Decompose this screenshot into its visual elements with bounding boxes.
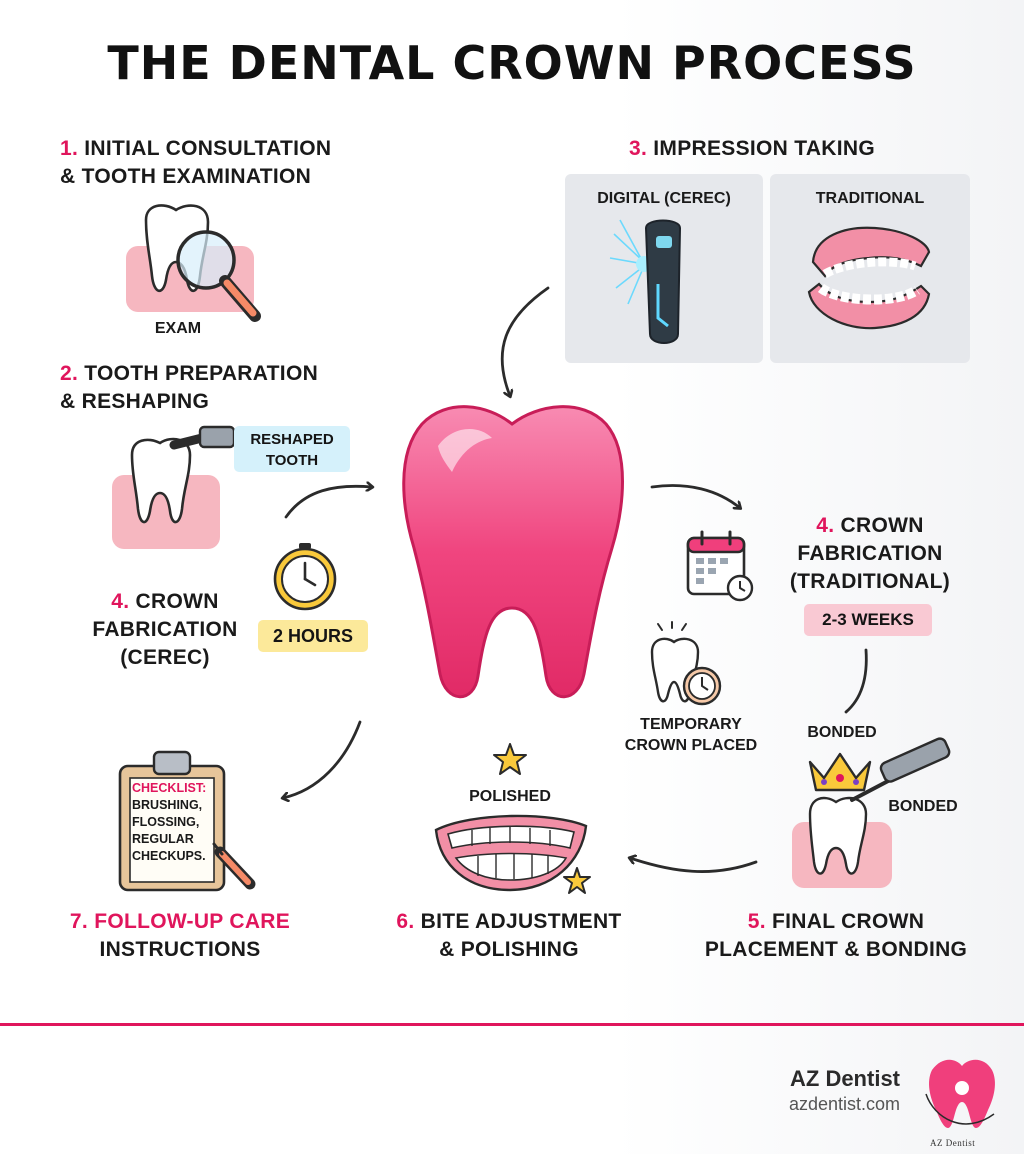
checklist-item-flossing: FLOSSING,	[132, 815, 200, 829]
temporary-line2: CROWN PLACED	[624, 737, 758, 754]
dental-impression-tray-icon	[807, 226, 931, 330]
star-icon-top	[493, 743, 527, 775]
reshaped-badge-line1: RESHAPED	[250, 431, 334, 448]
clock-icon	[273, 543, 337, 611]
reshaped-tooth-drill-icon	[112, 425, 236, 549]
step-4b-line3: (TRADITIONAL)	[789, 570, 951, 593]
step-4a-line3: (CEREC)	[120, 646, 210, 669]
two-hours-badge: 2 HOURS	[258, 620, 368, 652]
traditional-label: TRADITIONAL	[815, 190, 925, 207]
crown-icon	[808, 752, 872, 792]
page-title: THE DENTAL CROWN PROCESS	[107, 36, 917, 90]
step-4a-line1: CROWN	[135, 590, 219, 613]
step-5-number: 5.	[747, 910, 766, 933]
star-icon-bottom	[563, 867, 591, 894]
step-7-title: 7. FOLLOW-UP CARE INSTRUCTIONS	[50, 908, 310, 964]
step-2-number: 2.	[60, 362, 79, 385]
step-2-line2: & RESHAPING	[60, 390, 210, 413]
step-7-line2: INSTRUCTIONS	[99, 938, 261, 961]
arrow-tooth-to-followup	[283, 720, 362, 798]
step-6-line2: & POLISHING	[439, 938, 579, 961]
step-5-line1: FINAL CROWN	[772, 910, 925, 933]
checklist-item-checkups: CHECKUPS.	[132, 849, 206, 863]
reshaped-tooth-badge: RESHAPED TOOTH	[234, 426, 350, 472]
step-6-title: 6. BITE ADJUSTMENT & POLISHING	[378, 908, 640, 964]
step-7-number: 7.	[69, 910, 89, 933]
step-5-title: 5. FINAL CROWN PLACEMENT & BONDING	[686, 908, 986, 964]
step-1-title: 1. INITIAL CONSULTATION & TOOTH EXAMINAT…	[60, 135, 331, 191]
step-1-line2: & TOOTH EXAMINATION	[60, 165, 312, 188]
arrow-bonding-to-polishing	[630, 858, 758, 873]
exam-tooth-magnifier-icon	[126, 204, 261, 322]
step-2-line1: TOOTH PREPARATION	[84, 362, 319, 385]
clipboard-icon	[118, 750, 256, 892]
arrow-impression-to-tooth	[500, 286, 550, 396]
exam-caption: EXAM	[154, 320, 202, 337]
step-7-line1: FOLLOW-UP CARE	[94, 910, 291, 933]
step-6-line1: BITE ADJUSTMENT	[420, 910, 622, 933]
temporary-crown-icon	[650, 621, 722, 706]
bonded-side-caption: BONDED	[888, 798, 958, 815]
calendar-icon	[686, 530, 754, 602]
step-4b-number: 4.	[816, 514, 835, 537]
checklist-item-brushing: BRUSHING,	[132, 798, 203, 812]
footer-divider	[0, 1023, 1024, 1026]
smile-teeth-icon	[434, 814, 588, 892]
step-3-text: IMPRESSION TAKING	[653, 137, 875, 160]
checklist-heading: CHECKLIST:	[132, 781, 207, 795]
step-4-cerec-title: 4. CROWN FABRICATION (CEREC)	[60, 588, 270, 672]
step-1-line1: INITIAL CONSULTATION	[84, 137, 332, 160]
arrow-traditional-to-bonding	[844, 648, 868, 714]
two-three-weeks-badge: 2-3 WEEKS	[804, 604, 932, 636]
central-crown-tooth-icon	[402, 405, 624, 699]
step-6-number: 6.	[396, 910, 415, 933]
reshaped-badge-line2: TOOTH	[265, 452, 319, 469]
step-4b-line2: FABRICATION	[797, 542, 943, 565]
step-4b-line1: CROWN	[840, 514, 924, 537]
checklist-item-regular: REGULAR	[132, 832, 194, 846]
step-3-number: 3.	[629, 137, 648, 160]
arrow-prep-to-tooth	[284, 486, 372, 519]
brand-block: AZ Dentist azdentist.com	[789, 1066, 900, 1116]
brand-website[interactable]: azdentist.com	[788, 1094, 900, 1114]
traditional-impression-panel	[770, 174, 970, 363]
step-4a-line2: FABRICATION	[92, 618, 238, 641]
step-4a-number: 4.	[111, 590, 130, 613]
checklist-text: CHECKLIST: BRUSHING, FLOSSING, REGULAR C…	[132, 780, 216, 865]
temporary-crown-caption: TEMPORARY CROWN PLACED	[596, 714, 786, 756]
intraoral-scanner-icon	[609, 219, 682, 344]
brand-logo-tooth-icon	[925, 1059, 995, 1128]
digital-cerec-label: DIGITAL (CEREC)	[597, 190, 731, 207]
step-1-number: 1.	[60, 137, 79, 160]
temporary-line1: TEMPORARY	[640, 716, 742, 733]
bonding-tooth-tool-icon	[792, 737, 951, 888]
step-4-traditional-title: 4. CROWN FABRICATION (TRADITIONAL)	[760, 512, 980, 596]
logo-lettering: AZ Dentist	[930, 1138, 976, 1148]
arrow-tooth-to-traditional	[650, 484, 740, 508]
step-5-line2: PLACEMENT & BONDING	[704, 938, 968, 961]
step-2-title: 2. TOOTH PREPARATION & RESHAPING	[60, 360, 318, 416]
brand-name: AZ Dentist	[790, 1066, 900, 1091]
bonded-top-caption: BONDED	[807, 724, 877, 741]
polished-caption: POLISHED	[469, 788, 551, 805]
step-3-title: 3. IMPRESSION TAKING	[629, 135, 875, 163]
